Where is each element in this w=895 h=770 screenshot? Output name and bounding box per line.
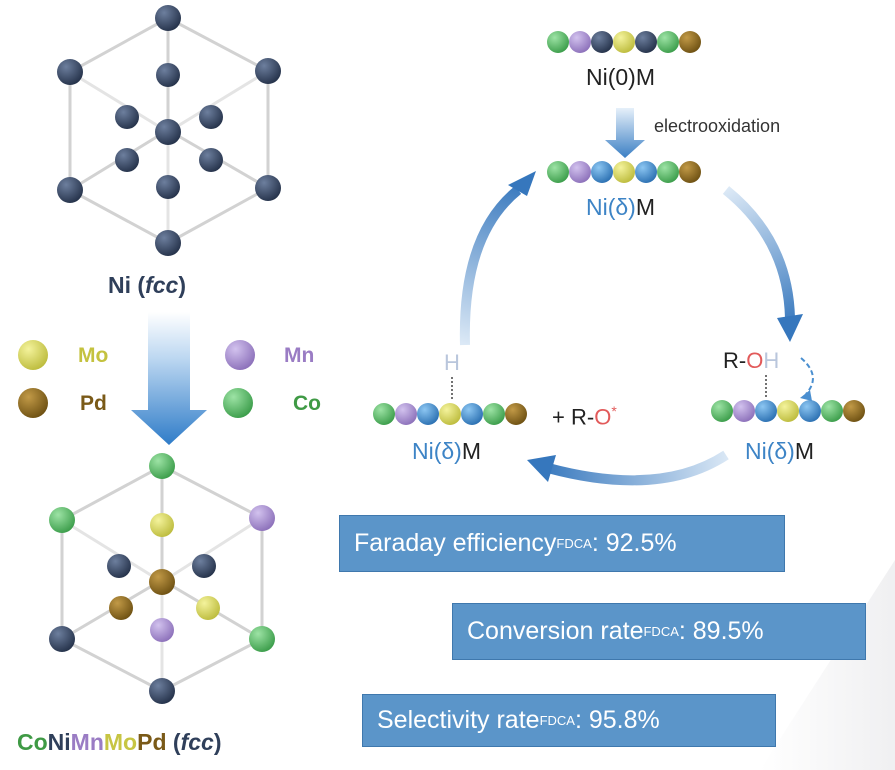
legend-co-atom	[223, 388, 253, 418]
cycle-arc-right	[722, 186, 795, 319]
electrooxidation-label: electrooxidation	[654, 116, 781, 136]
alloying-down-arrow	[131, 312, 207, 445]
adsorbate-o: O	[746, 348, 764, 373]
legend-pd-atom	[18, 388, 48, 418]
chain-nidm-top	[547, 161, 701, 183]
legend-mn-atom	[225, 340, 255, 370]
chain-nidm-right	[711, 400, 865, 422]
adsorbate-r: R-	[723, 348, 747, 373]
conversion-rate-sub: FDCA	[643, 624, 679, 639]
legend-mo-atom	[18, 340, 48, 370]
alloy-co-atom	[249, 626, 275, 652]
ni-atoms	[57, 5, 281, 256]
alloy-part-ni: Ni	[47, 729, 71, 755]
ni-atom	[115, 148, 139, 172]
alloy-ni-atom	[107, 554, 131, 578]
adsorbed-h-label: H	[444, 350, 460, 375]
product-ro-label: + R-O*	[552, 404, 617, 428]
faraday-efficiency-label: Faraday efficiency	[354, 529, 557, 557]
h-transfer-arrowhead	[800, 390, 812, 401]
cycle-arrowhead-bottom	[527, 455, 556, 482]
alloy-co-atom	[49, 507, 75, 533]
alloy-ni-atom	[192, 554, 216, 578]
conversion-rate-label: Conversion rate	[467, 617, 644, 645]
selectivity-rate-sub: FDCA	[539, 713, 575, 728]
ni0m-label: Ni(0)M	[586, 64, 655, 90]
legend-atoms	[18, 340, 255, 418]
selectivity-rate-label: Selectivity rate	[377, 706, 540, 734]
alloy-fcc-cell	[49, 453, 275, 704]
alloy-mn-atom	[150, 618, 174, 642]
ni-atom	[155, 230, 181, 256]
cycle-arc-bottom	[546, 450, 729, 486]
adsorbate-roh-label: R-OH	[723, 350, 779, 372]
nidm-left-label: Ni(δ)M	[412, 438, 482, 464]
chain-nidm-left	[373, 403, 527, 425]
ni-label-phase: fcc	[145, 272, 179, 298]
alloy-co-atom	[149, 453, 175, 479]
alloy-ni-atom	[49, 626, 75, 652]
alloy-part-mn: Mn	[70, 729, 104, 755]
h-transfer-arrow	[800, 357, 814, 395]
ni-atom	[155, 5, 181, 31]
ni-atom	[155, 119, 181, 145]
nidm-right-label: Ni(δ)M	[745, 438, 815, 464]
ni-atom	[199, 105, 223, 129]
adsorbate-h: H	[763, 348, 780, 373]
alloy-part-co: Co	[17, 729, 48, 755]
ni-atom	[156, 63, 180, 87]
ni-atom	[57, 59, 83, 85]
ni-label-elem: Ni	[108, 272, 131, 298]
alloy-part-pd: Pd	[137, 729, 167, 755]
faraday-efficiency-value: : 92.5%	[591, 529, 677, 557]
ni-atom	[255, 58, 281, 84]
alloy-mo-atom	[150, 513, 174, 537]
alloy-pd-atom	[109, 596, 133, 620]
faraday-efficiency-sub: FDCA	[556, 536, 592, 551]
alloy-ni-atom	[149, 678, 175, 704]
alloy-label: CoNiMnMoPd (fcc)	[17, 729, 222, 755]
selectivity-rate-value: : 95.8%	[574, 706, 660, 734]
product-prefix: + R-	[552, 404, 595, 430]
cycle-arcs	[459, 186, 795, 486]
alloy-atoms	[49, 453, 275, 704]
alloy-label-phase: fcc	[180, 729, 214, 755]
legend-co-label: Co	[293, 392, 321, 415]
ni-atom	[57, 177, 83, 203]
ni-fcc-label: Ni (fcc)	[108, 272, 186, 298]
alloy-part-mo: Mo	[103, 729, 138, 755]
legend-pd-label: Pd	[80, 392, 107, 415]
cycle-arc-left	[459, 186, 522, 346]
alloy-mo-atom	[196, 596, 220, 620]
ni-atom	[115, 105, 139, 129]
cycle-arrowhead-right	[777, 314, 803, 342]
background-shade	[760, 560, 895, 770]
legend-mn-label: Mn	[284, 344, 315, 367]
alloy-pd-atom	[149, 569, 175, 595]
chain-ni0m	[547, 31, 701, 53]
nidm-top-label: Ni(δ)M	[586, 194, 656, 220]
conversion-rate-value: : 89.5%	[678, 617, 764, 645]
ni-fcc-cell	[57, 5, 281, 256]
ni-atom	[156, 175, 180, 199]
cycle-arrowhead-left	[508, 171, 536, 196]
product-o: O	[594, 404, 612, 430]
alloy-mn-atom	[249, 505, 275, 531]
product-star: *	[611, 403, 617, 419]
ni-atom	[199, 148, 223, 172]
ni-atom	[255, 175, 281, 201]
legend-mo-label: Mo	[78, 344, 109, 367]
electrooxidation-arrow	[605, 108, 645, 158]
